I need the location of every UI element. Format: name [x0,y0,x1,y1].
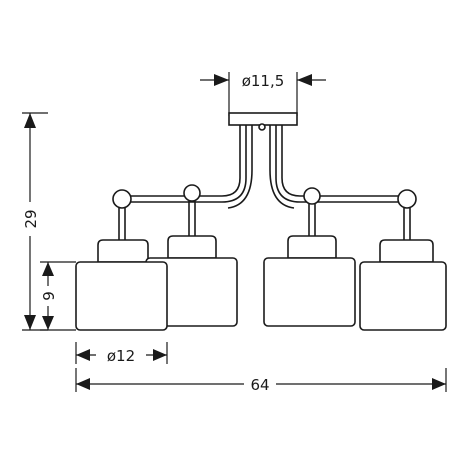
lamp-shade [263,257,356,327]
lamp-stems [221,125,301,209]
left-arm [112,184,222,240]
canopy-screw [258,123,266,131]
arrowhead [42,262,54,276]
arrowhead [214,74,229,86]
lamp-holder [287,235,337,259]
shade-height-label: 9 [40,291,58,301]
arrowhead [42,316,54,330]
arrowhead [432,378,446,390]
lamp-holder [167,235,217,259]
right-arm [300,187,417,240]
lamp-holder [97,239,149,263]
total-height-label: 29 [22,209,40,228]
shade-height-dimension: 9 [40,261,76,331]
canopy-diameter-label: ø11,5 [242,72,285,90]
total-width-dimension: 64 [75,368,447,394]
arrowhead [297,74,312,86]
shade-diameter-dimension: ø12 [75,342,168,365]
joint-ball [183,184,201,202]
joint-ball [303,187,321,205]
total-width-label: 64 [250,376,269,394]
lamp-shade [359,261,447,331]
canopy-diameter-dimension: ø11,5 [200,72,326,116]
arrowhead [24,315,36,330]
arrowhead [24,113,36,128]
joint-ball [397,189,417,209]
arrowhead [76,378,90,390]
lamp-body [75,112,447,331]
shade-diameter-label: ø12 [107,347,135,365]
lamp-shade [75,261,168,331]
joint-ball [112,189,132,209]
arrowhead [76,349,90,361]
total-height-dimension: 29 [20,112,48,331]
arrowhead [153,349,167,361]
lamp-holder [379,239,434,263]
ceiling-canopy [228,112,298,126]
